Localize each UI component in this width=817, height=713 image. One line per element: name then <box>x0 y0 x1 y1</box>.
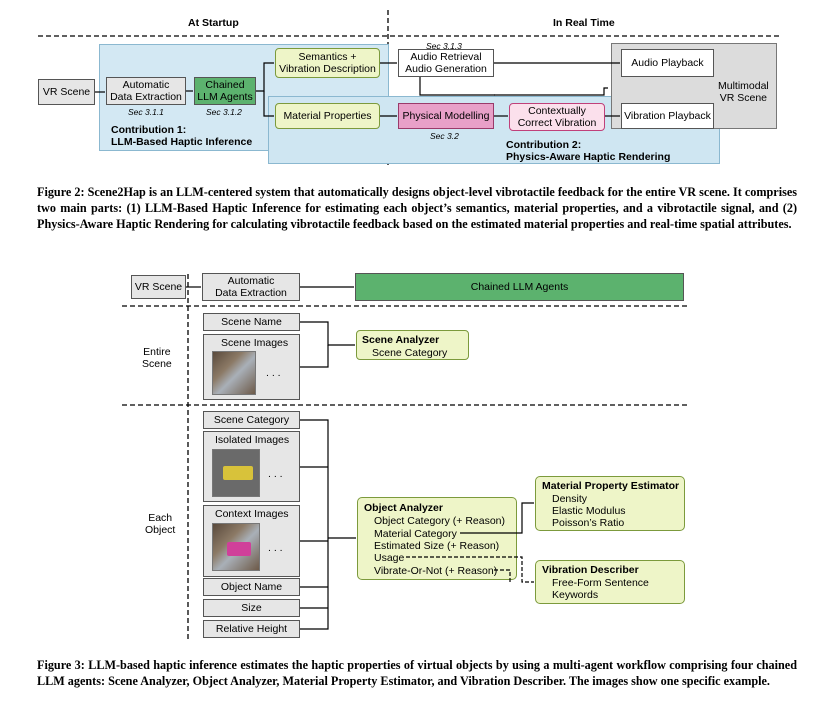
header-in-real-time: In Real Time <box>553 17 615 29</box>
figure3-caption: Figure 3: LLM-based haptic inference est… <box>37 657 797 689</box>
fig3-object-analyzer: Object Analyzer Object Category (+ Reaso… <box>357 497 517 580</box>
fig2-chained: Chained LLM Agents <box>194 77 256 105</box>
isolated-image-thumbnail <box>212 449 260 497</box>
fig3-isolated-images-panel: Isolated Images . . . <box>203 431 300 502</box>
fig2-contribution1: Contribution 1: LLM-Based Haptic Inferen… <box>111 124 253 148</box>
object-analyzer-item-4: Vibrate-Or-Not (+ Reason) <box>374 565 498 577</box>
fig3-each-object: Each Object <box>145 512 176 536</box>
fig2-arrows <box>95 62 620 117</box>
mpe-title: Material Property Estimator <box>542 480 680 492</box>
fig3-material-property-estimator: Material Property Estimator Density Elas… <box>535 476 685 531</box>
context-image-thumbnail <box>212 523 260 571</box>
vd-item-0: Free-Form Sentence <box>552 577 649 589</box>
figure3-caption-text: LLM-based haptic inference estimates the… <box>37 658 797 688</box>
object-analyzer-title: Object Analyzer <box>364 502 443 514</box>
fig2-auto-extract: Automatic Data Extraction <box>106 77 186 105</box>
fig3-isolated-images-label: Isolated Images <box>215 434 290 446</box>
fig3-scene-analyzer: Scene Analyzer Scene Category <box>356 330 469 360</box>
context-highlight-shape <box>227 542 251 556</box>
fig3-isolated-ellipsis: . . . <box>268 468 283 480</box>
fig2-material-props: Material Properties <box>275 103 380 129</box>
fig2-sec311: Sec 3.1.1 <box>128 107 164 117</box>
scene-analyzer-title: Scene Analyzer <box>362 334 440 346</box>
figure3-caption-label: Figure 3: <box>37 658 85 672</box>
object-analyzer-item-1: Material Category <box>374 528 457 540</box>
fig3-object-name: Object Name <box>203 578 300 596</box>
fig3-auto-extract: Automatic Data Extraction <box>202 273 300 301</box>
vd-item-1: Keywords <box>552 589 599 601</box>
fig3-scene-category: Scene Category <box>203 411 300 429</box>
truck-shape <box>223 466 253 480</box>
fig2-audio-gen: Audio Retrieval Audio Generation <box>398 49 494 77</box>
fig3-context-images-panel: Context Images . . . <box>203 505 300 577</box>
fig2-sec32: Sec 3.2 <box>430 131 459 141</box>
fig3-context-ellipsis: . . . <box>268 542 283 554</box>
scene-analyzer-item: Scene Category <box>372 347 448 359</box>
fig3-context-images-label: Context Images <box>215 508 289 520</box>
fig3-vr-scene: VR Scene <box>131 275 186 299</box>
fig2-sec313: Sec 3.1.3 <box>426 41 462 51</box>
object-analyzer-item-2: Estimated Size (+ Reason) <box>374 540 500 552</box>
fig2-vr-scene: VR Scene <box>38 79 95 105</box>
fig3-scene-ellipsis: . . . <box>266 367 281 379</box>
header-at-startup: At Startup <box>188 17 239 29</box>
fig3-relative-height: Relative Height <box>203 620 300 638</box>
fig2-contextual: Contextually Correct Vibration <box>509 103 605 131</box>
fig3-chained: Chained LLM Agents <box>355 273 684 301</box>
mpe-item-1: Elastic Modulus <box>552 505 626 517</box>
fig2-sec312: Sec 3.1.2 <box>206 107 242 117</box>
object-analyzer-item-3: Usage <box>374 552 405 564</box>
fig3-size: Size <box>203 599 300 617</box>
mpe-item-2: Poisson’s Ratio <box>552 517 625 529</box>
fig2-contribution2: Contribution 2: Physics-Aware Haptic Ren… <box>506 139 671 163</box>
figure2-caption-text: Scene2Hap is an LLM-centered system that… <box>37 185 797 231</box>
figure2-caption: Figure 2: Scene2Hap is an LLM-centered s… <box>37 184 797 232</box>
vd-title: Vibration Describer <box>542 564 639 576</box>
scene-image-thumbnail <box>212 351 256 395</box>
figure2-caption-label: Figure 2: <box>37 185 85 199</box>
fig3-scene-name: Scene Name <box>203 313 300 331</box>
fig2-physical-modelling: Physical Modelling <box>398 103 494 129</box>
fig3-vibration-describer: Vibration Describer Free-Form Sentence K… <box>535 560 685 604</box>
fig2-audio-playback: Audio Playback <box>621 49 714 77</box>
object-analyzer-item-0: Object Category (+ Reason) <box>374 515 506 527</box>
fig2-semantics: Semantics + Vibration Description <box>275 48 380 78</box>
fig3-scene-images-panel: Scene Images . . . <box>203 334 300 400</box>
fig3-entire-scene: Entire Scene <box>142 346 172 370</box>
mpe-item-0: Density <box>552 493 588 505</box>
fig2-vibration-playback: Vibration Playback <box>621 103 714 129</box>
fig2-multimodal: Multimodal VR Scene <box>718 80 769 104</box>
fig3-scene-images-label: Scene Images <box>221 337 289 349</box>
